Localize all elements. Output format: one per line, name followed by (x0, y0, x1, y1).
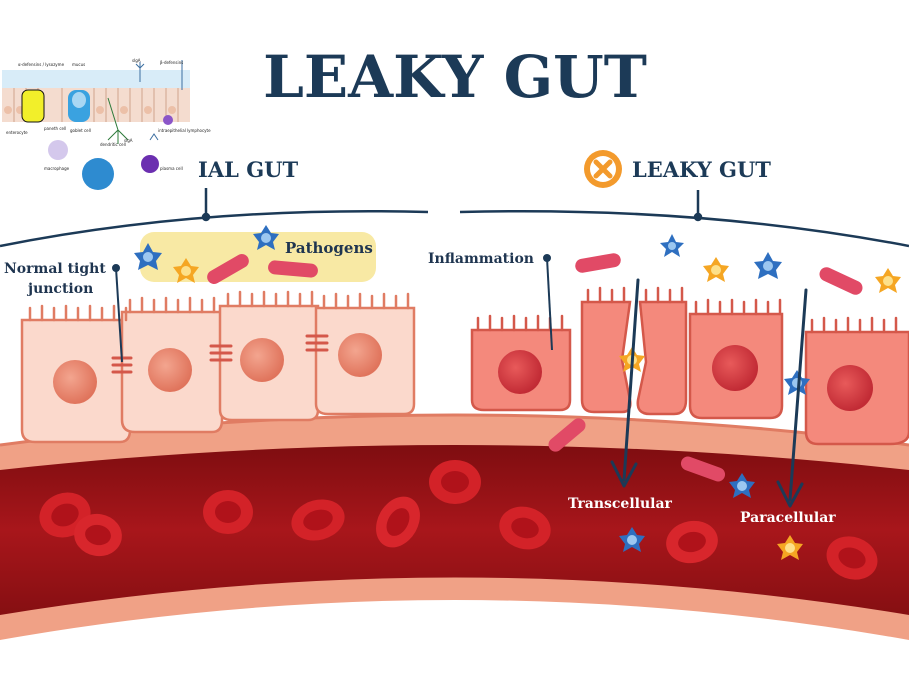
inset-label-iga-mid: sIgA (124, 138, 133, 143)
paracellular-arrow (788, 288, 808, 502)
pathogen-orange (173, 258, 199, 283)
red-blood-cell (666, 520, 718, 564)
normal-cell (120, 310, 224, 434)
inset-label-enterocyte: enterocyte (6, 130, 28, 135)
inset-label-dendritic: dendritic cell (100, 142, 126, 147)
plasma-cell (141, 155, 159, 173)
red-blood-cell (826, 536, 878, 580)
inflamed-cell (470, 328, 572, 412)
paneth-cell (21, 89, 45, 123)
transport-arrows (610, 278, 808, 508)
inset-label-antimicrobial: α-defensins / lysozyme (18, 62, 65, 67)
inset-label-goblet: goblet cell (70, 128, 91, 133)
red-blood-cell (203, 490, 253, 534)
macrophage (48, 140, 68, 160)
inset-label-mucus: mucus (72, 62, 85, 67)
red-blood-cell (291, 499, 345, 541)
red-blood-cell (74, 513, 122, 557)
x-circle-icon (584, 150, 622, 188)
normal-cell (314, 306, 416, 416)
inset-figure: α-defensins / lysozyme mucus sIgA β-defe… (0, 58, 211, 190)
red-blood-cells (39, 460, 878, 580)
label-pointers (112, 254, 553, 363)
normal-epithelium (20, 290, 416, 444)
pathogen-orange (703, 257, 729, 282)
lymphocyte (163, 115, 173, 125)
inflammation-label: Inflammation (428, 251, 534, 267)
pathogen-blue (619, 527, 645, 552)
pathogen-blue (754, 252, 782, 279)
bacterium (268, 260, 318, 278)
bacterium (575, 253, 621, 273)
pathogen-orange (875, 268, 901, 293)
red-blood-cell (499, 506, 551, 550)
bacterium (207, 254, 249, 284)
inset-label-paneth: paneth cell (44, 126, 66, 131)
normal-tight-junction-label: Normal tight junction (4, 261, 111, 297)
inset-label-beta-defensins: β-defensins (160, 60, 183, 65)
inflamed-cell (688, 312, 784, 420)
pathogen-blue (253, 225, 279, 250)
inset-label-plasma: plasma cell (160, 166, 183, 171)
red-blood-cell (429, 460, 481, 504)
pathogen-blue (134, 243, 162, 270)
inset-label-lymphocyte: intraepithelial lymphocyte (158, 128, 211, 133)
blood-vessel (0, 445, 909, 615)
inflamed-cell (580, 300, 688, 416)
pathogen-orange (777, 535, 803, 560)
red-blood-cell (376, 496, 420, 548)
inset-label-macrophage: macrophage (44, 166, 70, 171)
bacterium (548, 418, 586, 452)
bacterium (680, 456, 726, 482)
section-bracket-lines (0, 188, 909, 248)
inset-label-iga-top: sIgA (132, 58, 141, 63)
paracellular-label: Paracellular (740, 510, 836, 526)
pathogens-label: Pathogens (285, 239, 373, 257)
pathogen-blue (729, 473, 755, 498)
transcellular-label: Transcellular (568, 496, 673, 512)
bacterium (819, 267, 863, 295)
normal-cell (218, 304, 320, 422)
leaky-epithelium (470, 286, 909, 446)
transcellular-arrow (622, 278, 640, 482)
inflamed-cell (804, 330, 909, 446)
page-title: LEAKY GUT (263, 43, 647, 111)
leaky-gut-label: LEAKY GUT (632, 157, 771, 182)
normal-cell (20, 318, 132, 444)
normal-gut-label: IAL GUT (198, 157, 298, 182)
pathogen-blue (660, 234, 684, 257)
